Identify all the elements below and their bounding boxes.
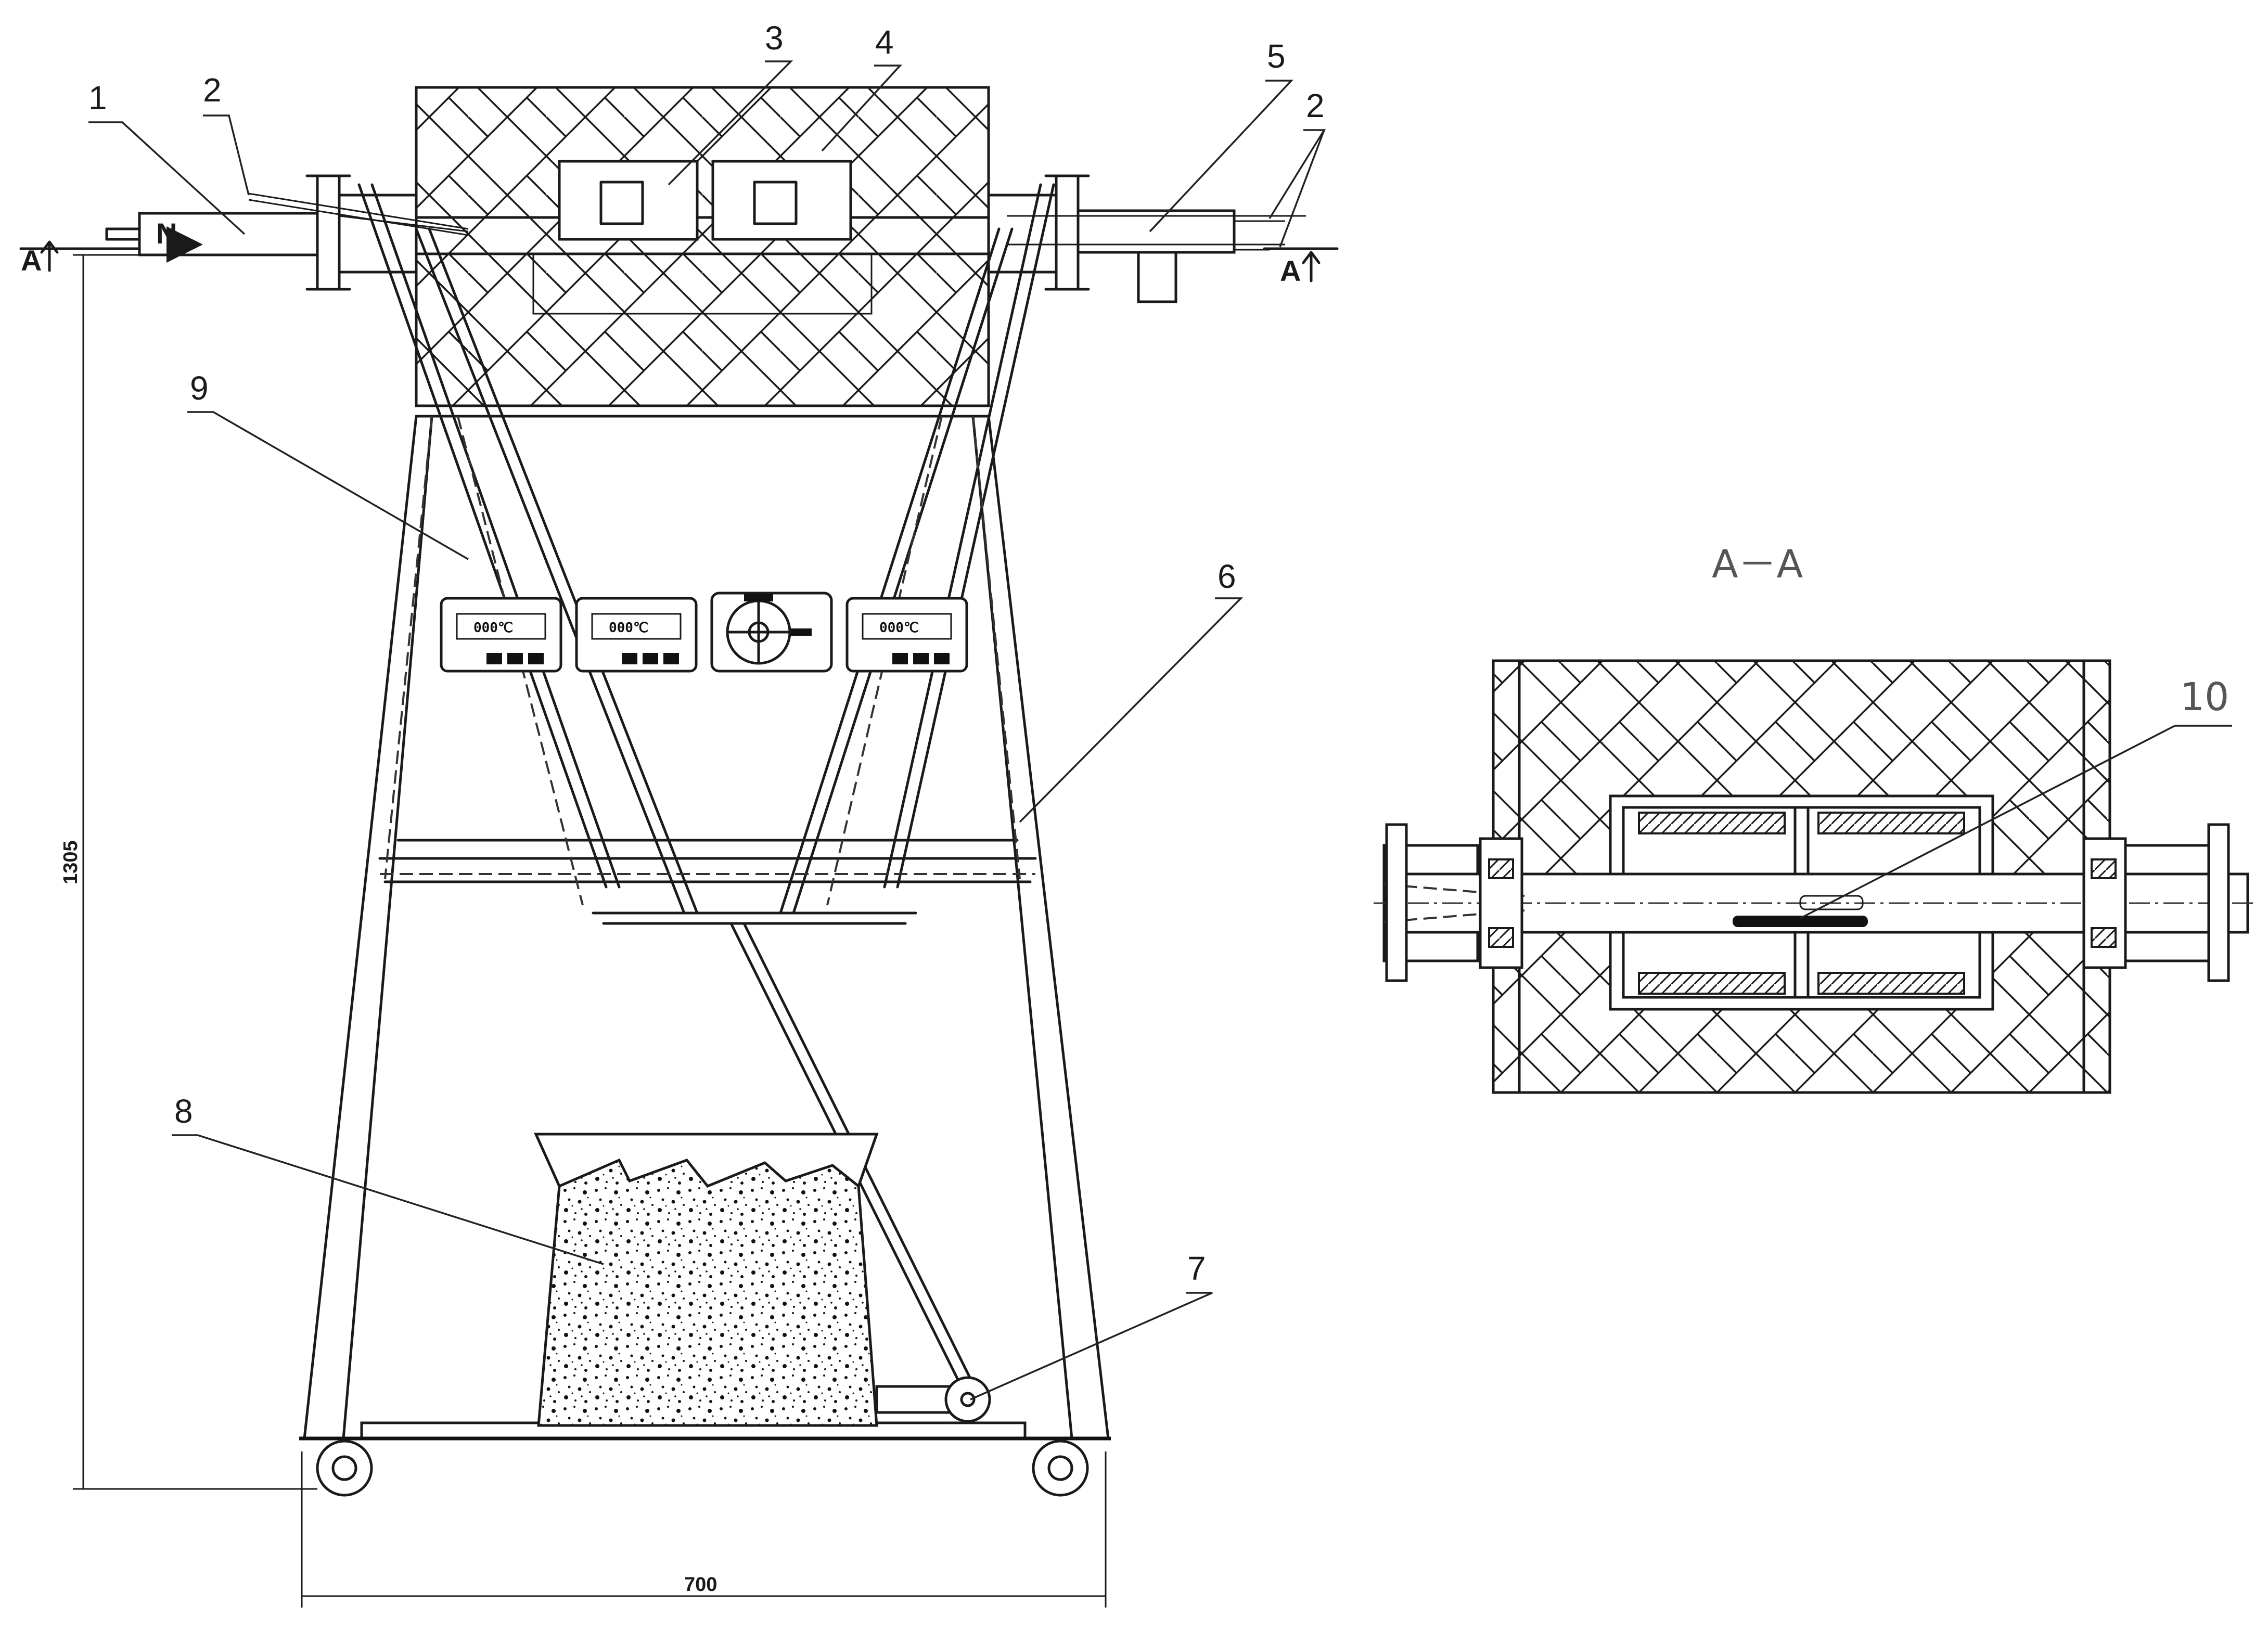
left-flange <box>316 174 341 291</box>
section-aa-view: A－A 10 <box>1374 542 2258 1094</box>
svg-text:A: A <box>1280 254 1301 287</box>
right-flange <box>1055 174 1080 291</box>
svg-text:2: 2 <box>1306 87 1325 124</box>
temperature-display-3: 000℃ <box>845 597 968 673</box>
svg-text:4: 4 <box>875 23 894 61</box>
pump <box>875 1376 991 1423</box>
callout-2-right: 2 <box>1268 87 1326 248</box>
gas-outlet-tube <box>1077 209 1236 254</box>
outlet-port <box>1137 251 1177 303</box>
svg-text:3: 3 <box>765 19 784 57</box>
svg-text:000℃: 000℃ <box>473 620 513 636</box>
svg-text:000℃: 000℃ <box>609 620 648 636</box>
lower-chamber <box>532 253 873 315</box>
section-title: A－A <box>1712 542 1803 587</box>
section-mark-right: A <box>1263 247 1339 287</box>
control-panel: 000℃ 000℃ <box>380 416 1035 906</box>
callout-7: 7 <box>970 1250 1213 1400</box>
callout-6: 6 <box>1019 558 1244 823</box>
dimension-height: 1305 <box>60 254 317 1490</box>
callout-1: 1 <box>88 79 246 235</box>
width-value: 700 <box>684 1574 717 1596</box>
svg-text:2: 2 <box>203 71 222 109</box>
svg-text:9: 9 <box>190 369 209 407</box>
svg-text:8: 8 <box>174 1093 193 1130</box>
temperature-display-1: 000℃ <box>440 597 562 673</box>
svg-text:5: 5 <box>1267 37 1286 75</box>
sand-container <box>534 1133 879 1427</box>
callout-9: 9 <box>187 369 469 560</box>
callout-10: 10 <box>1800 675 2232 919</box>
callout-4: 4 <box>821 23 902 152</box>
svg-text:7: 7 <box>1187 1250 1206 1287</box>
flow-meter-dial <box>710 592 833 673</box>
callout-2-left: 2 <box>203 71 250 196</box>
height-value: 1305 <box>60 840 82 884</box>
svg-text:000℃: 000℃ <box>879 620 919 636</box>
callout-10-label: 10 <box>2180 675 2229 719</box>
callout-8: 8 <box>172 1093 604 1265</box>
svg-text:6: 6 <box>1218 558 1236 595</box>
support-frame <box>299 183 1111 1441</box>
dimension-width: 700 <box>301 1451 1107 1608</box>
callout-3: 3 <box>668 19 793 186</box>
wheel-left <box>316 1440 373 1497</box>
heating-chamber-right <box>711 160 852 241</box>
sample-boat <box>1733 916 1868 927</box>
section-mark-left: A <box>19 240 141 277</box>
front-elevation-view: N <box>19 19 1339 1608</box>
callout-5: 5 <box>1149 37 1294 233</box>
temperature-display-2: 000℃ <box>575 597 698 673</box>
wheel-right <box>1032 1440 1089 1497</box>
svg-text:1: 1 <box>88 79 107 117</box>
furnace-body <box>415 86 990 407</box>
heating-chamber-left <box>558 160 699 241</box>
